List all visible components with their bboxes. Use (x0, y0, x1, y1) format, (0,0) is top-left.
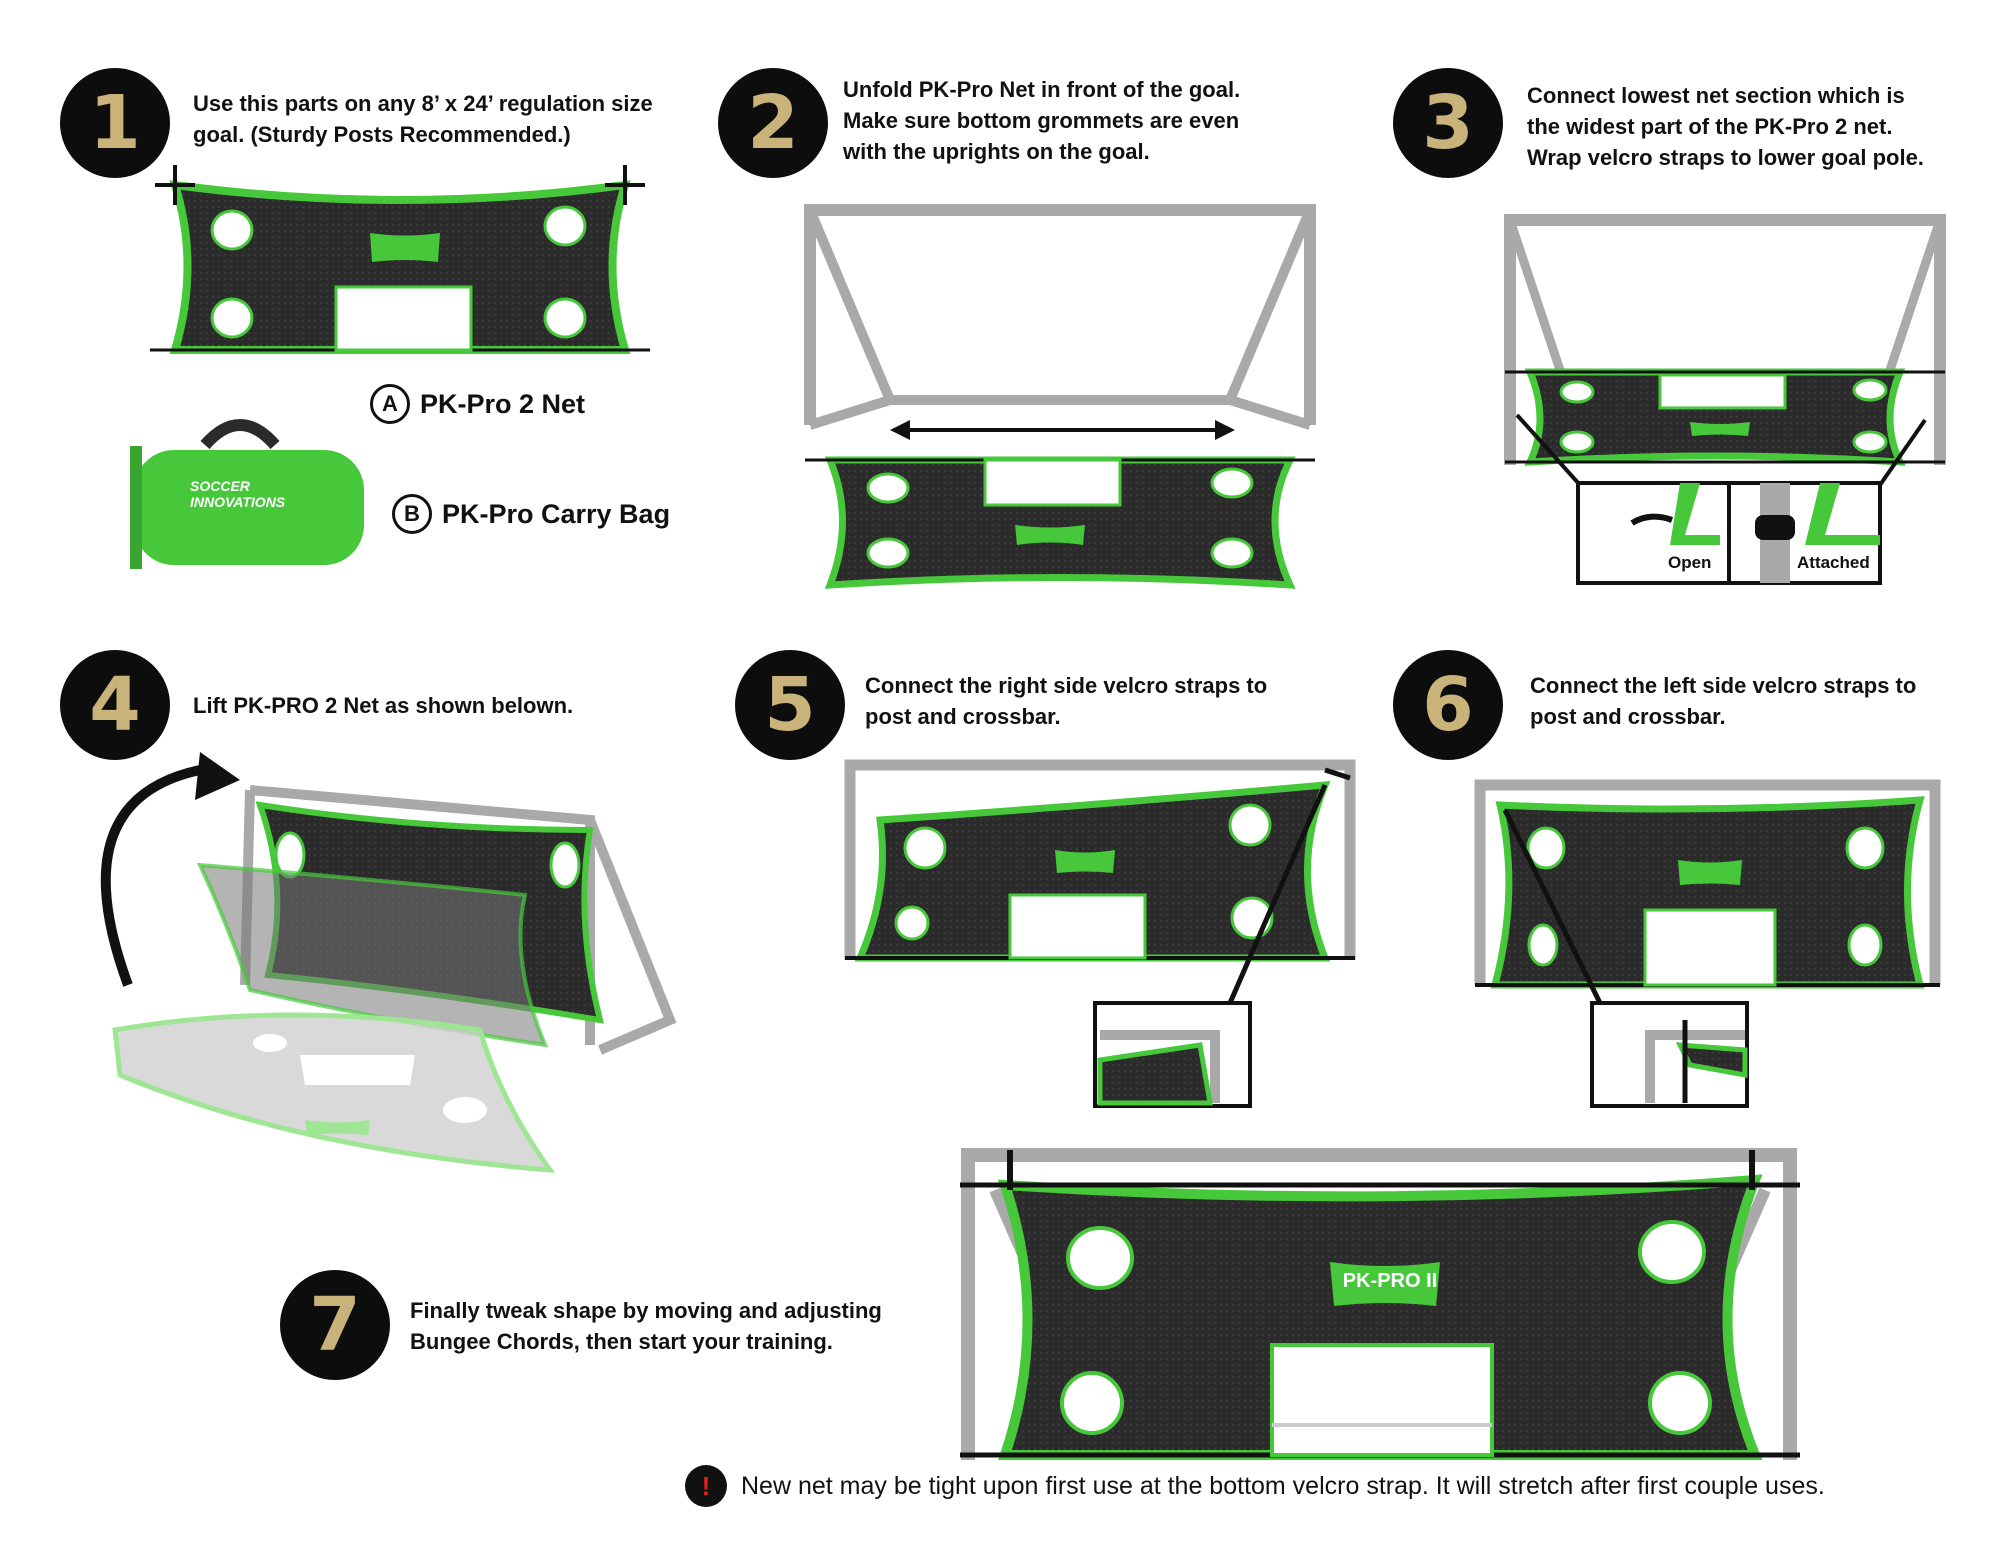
net-logo-text: PK-PRO II (1342, 1270, 1438, 1292)
step-2-goal-illustration (804, 204, 1316, 589)
step-4-illustration (100, 752, 677, 1173)
step-5-number: 5 (735, 650, 845, 760)
step-7-number: 7 (280, 1270, 390, 1380)
step-2-text: Unfold PK-Pro Net in front of the goal. … (843, 77, 1241, 164)
step-4-text: Lift PK-PRO 2 Net as shown belown. (193, 693, 574, 718)
part-b-label: PK-Pro Carry Bag (442, 498, 671, 529)
carry-bag-illustration (130, 419, 364, 569)
step-4-number: 4 (60, 650, 170, 760)
exclamation-icon: ! (685, 1465, 727, 1507)
step-1-net-illustration (150, 165, 650, 354)
part-b-label-row: B PK-Pro Carry Bag (392, 494, 670, 534)
step-1-text: Use this parts on any 8’ x 24’ regulatio… (193, 91, 653, 147)
step-6-illustration (1474, 779, 1941, 1108)
usage-note: ! New net may be tight upon first use at… (685, 1465, 1825, 1507)
step-3-number: 3 (1393, 68, 1503, 178)
part-a-label: PK-Pro 2 Net (420, 388, 586, 419)
part-a-letter: A (370, 384, 410, 424)
step-1-number: 1 (60, 68, 170, 178)
bag-logo-text: SOCCER INNOVATIONS (190, 478, 286, 510)
step-6-number: 6 (1393, 650, 1503, 760)
step-3-text: Connect lowest net section which is the … (1527, 83, 1924, 170)
step-2-number: 2 (718, 68, 828, 178)
callout-open-label: Open (1668, 553, 1712, 572)
step-5-text: Connect the right side velcro straps to … (865, 673, 1268, 729)
step-7-illustration (960, 1148, 1800, 1460)
step-5-illustration (844, 759, 1356, 1108)
step-7-text: Finally tweak shape by moving and adjust… (410, 1298, 882, 1354)
step-6-text: Connect the left side velcro straps to p… (1530, 673, 1917, 729)
part-b-letter: B (392, 494, 432, 534)
step-3-goal-illustration (1504, 214, 1946, 585)
part-a-label-row: A PK-Pro 2 Net (370, 384, 585, 424)
callout-attached-label: Attached (1797, 553, 1870, 572)
usage-note-text: New net may be tight upon first use at t… (741, 1471, 1825, 1500)
